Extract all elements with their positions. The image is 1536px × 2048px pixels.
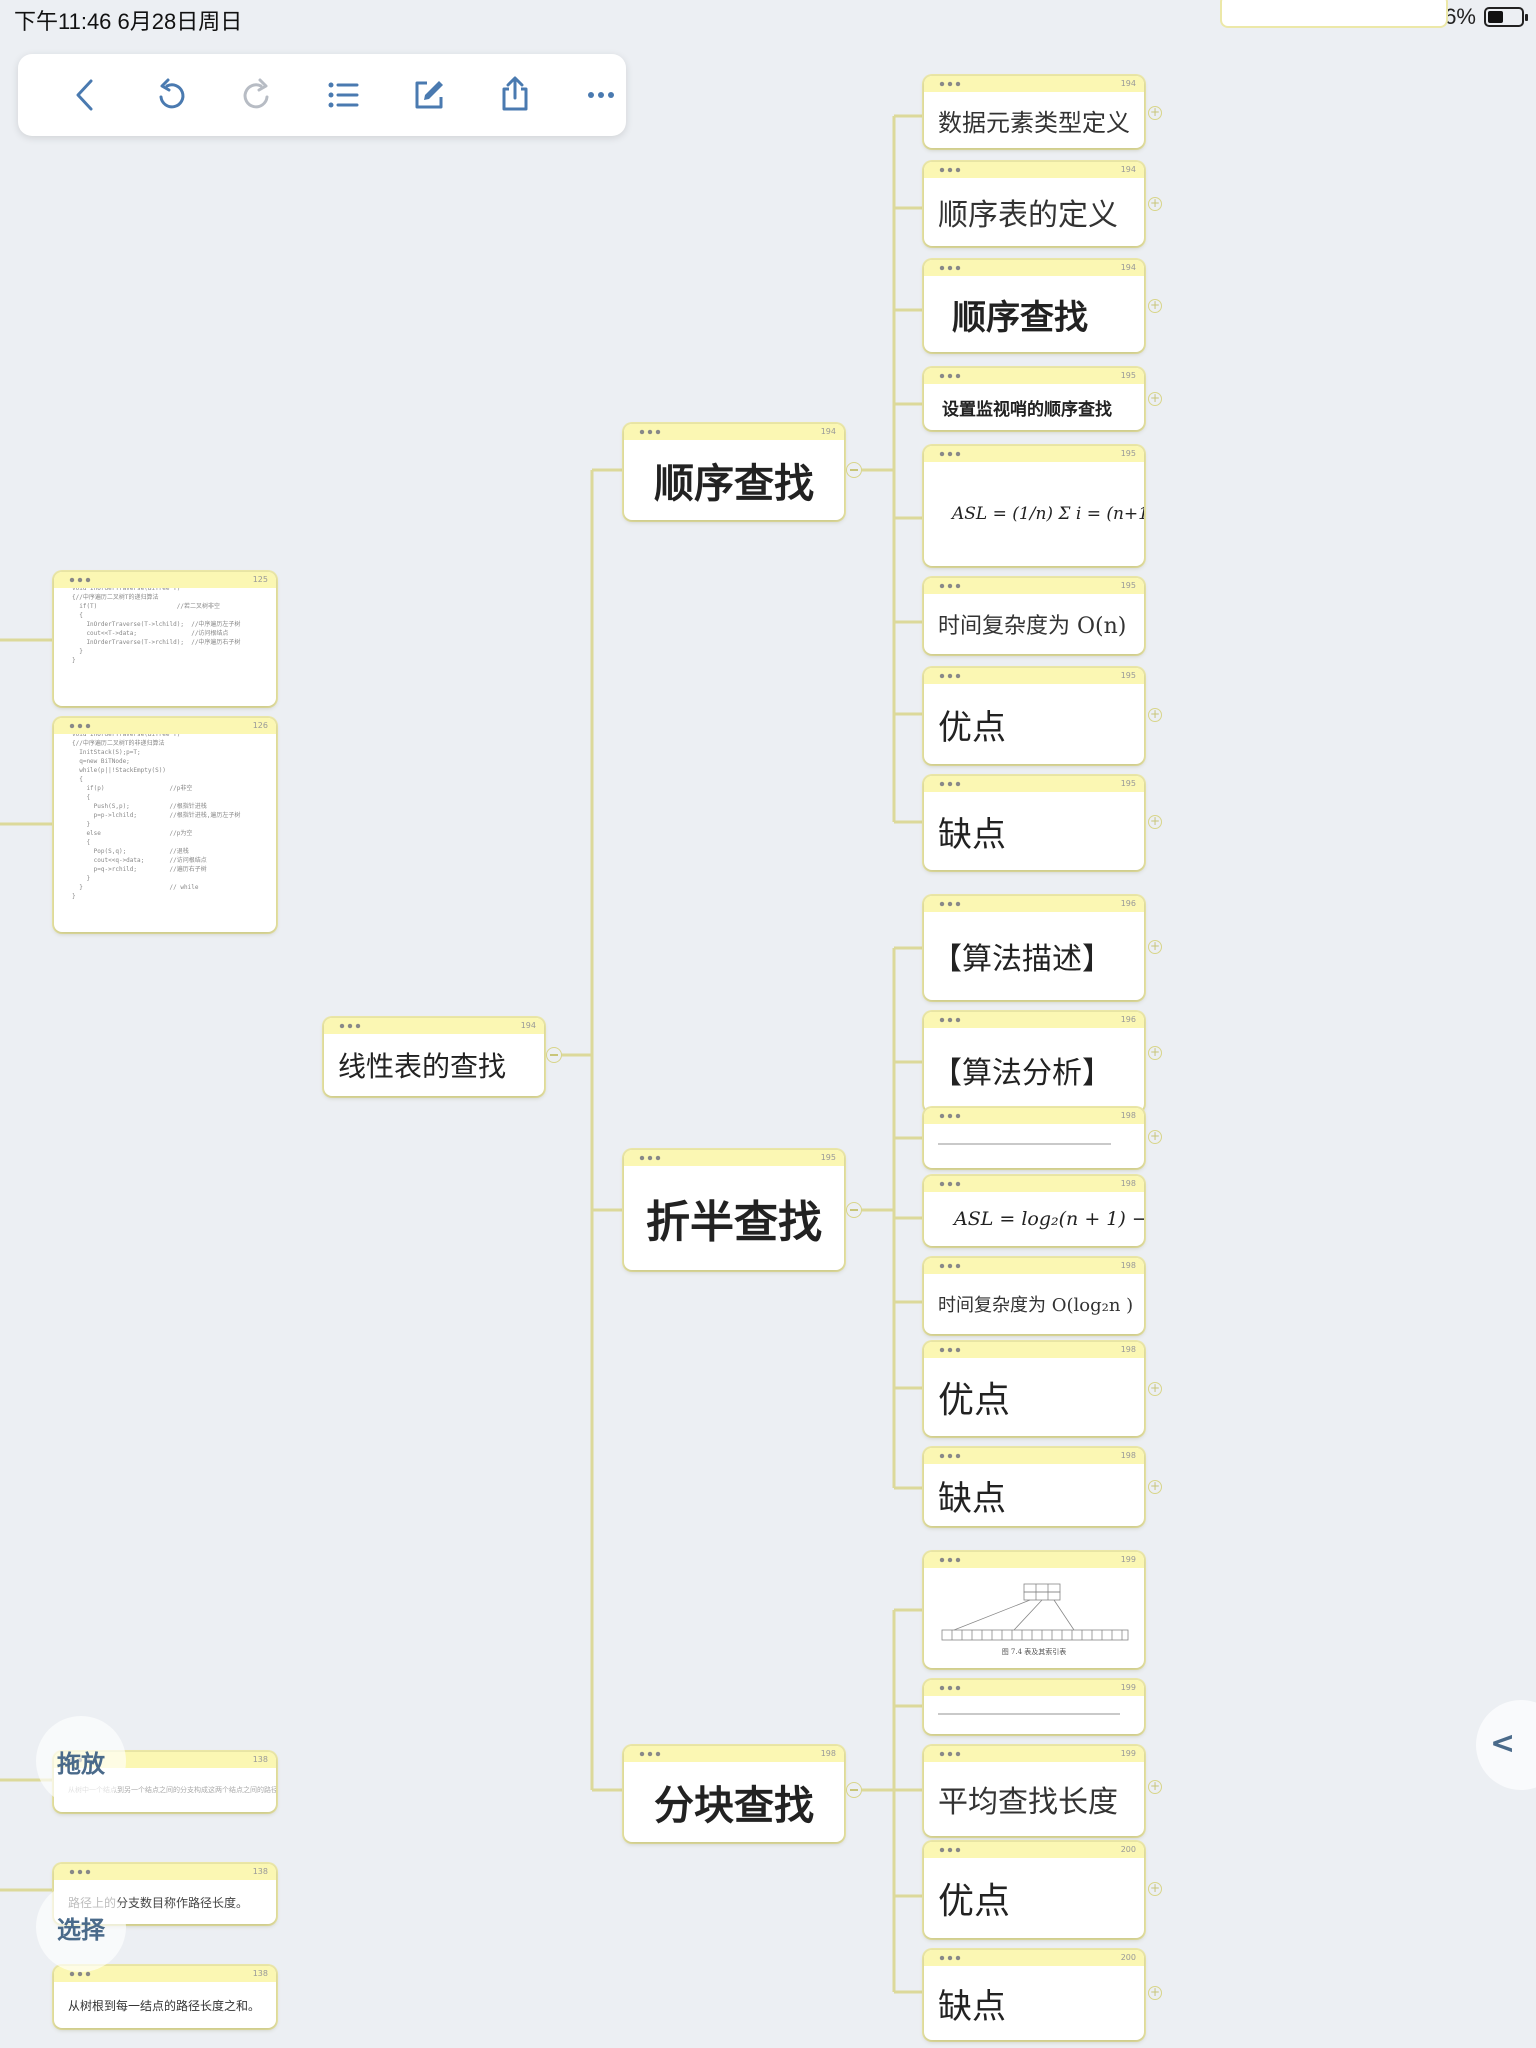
topic-node[interactable]: 198 优点: [924, 1342, 1144, 1436]
outline-list-icon: [328, 82, 359, 108]
share-button[interactable]: [491, 71, 539, 119]
topic-node-formula[interactable]: 198 ASL = log₂(n + 1) − 1: [924, 1176, 1144, 1246]
collapse-toggle[interactable]: [846, 1202, 862, 1218]
expand-icon[interactable]: +: [1148, 1479, 1162, 1494]
offscreen-card-peek[interactable]: [1222, 0, 1446, 26]
expand-icon[interactable]: +: [1148, 391, 1162, 406]
topic-node[interactable]: 196 【算法描述】: [924, 896, 1144, 1000]
expand-icon[interactable]: +: [1148, 1381, 1162, 1396]
expand-icon[interactable]: +: [1148, 707, 1162, 722]
text-card[interactable]: 138 从树根到每一结点的路径长度之和。: [54, 1966, 276, 2028]
more-button[interactable]: [577, 71, 625, 119]
outline-button[interactable]: [319, 71, 367, 119]
undo-icon: [159, 78, 185, 109]
topic-node[interactable]: 198 缺点: [924, 1448, 1144, 1526]
select-mode-button[interactable]: 选择: [36, 1882, 126, 1972]
topic-node[interactable]: 195 缺点: [924, 776, 1144, 870]
code-card[interactable]: 126 void InOrderTraverse(BiTree T) {//中序…: [54, 718, 276, 932]
share-icon: [502, 76, 528, 111]
topic-node[interactable]: 196 【算法分析】: [924, 1012, 1144, 1112]
figure-caption: 图 7.4 表及其索引表: [1002, 1647, 1067, 1656]
redo-icon: [243, 78, 269, 109]
status-time: 下午11:46 6月28日周日: [14, 9, 243, 34]
code-card[interactable]: 125 void InOrderTraverse(BiTree T) {//中序…: [54, 572, 276, 706]
redo-button[interactable]: [233, 71, 281, 119]
root-node[interactable]: 194 线性表的查找: [324, 1018, 544, 1096]
edit-button[interactable]: [405, 71, 453, 119]
root-label: 线性表的查找: [338, 1050, 507, 1083]
back-button[interactable]: [62, 71, 110, 119]
collapse-toggle[interactable]: [546, 1047, 562, 1063]
code-snippet: void InOrderTraverse(BiTree T) {//中序遍历二叉…: [72, 585, 241, 664]
battery-icon: [1484, 7, 1528, 27]
expand-icon[interactable]: +: [1148, 939, 1162, 954]
topic-node[interactable]: 198 时间复杂度为 O(log₂n ): [924, 1258, 1144, 1334]
topic-node[interactable]: 194 数据元素类型定义: [924, 76, 1144, 148]
back-icon: [76, 79, 93, 111]
topic-node-scan[interactable]: 198: [924, 1108, 1144, 1168]
topic-node[interactable]: 194 顺序查找: [924, 260, 1144, 352]
branch-node-sequential[interactable]: 194 顺序查找: [624, 424, 844, 520]
topic-node[interactable]: 195 时间复杂度为 O(n): [924, 578, 1144, 654]
branch-node-binary[interactable]: 195 折半查找: [624, 1150, 844, 1270]
toolbar: [18, 54, 626, 136]
expand-icon[interactable]: +: [1148, 1129, 1162, 1144]
edit-icon: [415, 81, 443, 109]
topic-node[interactable]: 194 顺序表的定义: [924, 162, 1144, 246]
undo-button[interactable]: [147, 71, 195, 119]
collapse-toggle[interactable]: [846, 1782, 862, 1798]
status-bar: 下午11:46 6月28日周日 46%: [0, 0, 1536, 36]
topic-node[interactable]: 195 优点: [924, 668, 1144, 764]
branch-node-block[interactable]: 198 分块查找: [624, 1746, 844, 1842]
collapse-toggle[interactable]: [846, 462, 862, 478]
code-snippet: void InOrderTraverse(BiTree T) {//中序遍历二叉…: [72, 731, 241, 900]
topic-node[interactable]: 195 设置监视哨的顺序查找: [924, 368, 1144, 430]
expand-icon[interactable]: +: [1148, 196, 1162, 211]
drag-mode-button[interactable]: 拖放: [36, 1716, 126, 1806]
topic-node[interactable]: 200 优点: [924, 1842, 1144, 1938]
expand-icon[interactable]: +: [1148, 1881, 1162, 1896]
expand-icon[interactable]: +: [1148, 814, 1162, 829]
chevron-left-icon: <: [1490, 1726, 1516, 1761]
topic-node-diagram[interactable]: 199 图 7.4 表及其索引表: [924, 1552, 1144, 1668]
expand-icon[interactable]: +: [1148, 105, 1162, 120]
index-table-figure: 图 7.4 表及其索引表: [941, 1583, 1129, 1656]
expand-icon[interactable]: +: [1148, 1985, 1162, 2000]
expand-icon[interactable]: +: [1148, 1779, 1162, 1794]
topic-node-scan[interactable]: 199: [924, 1680, 1144, 1734]
expand-icon[interactable]: +: [1148, 298, 1162, 313]
side-panel-button[interactable]: <: [1476, 1700, 1536, 1790]
topic-node-formula[interactable]: 195 ASL = (1/n) Σ i = (n+1)/2: [924, 446, 1144, 566]
expand-icon[interactable]: +: [1148, 1045, 1162, 1060]
more-icon: [588, 92, 614, 98]
topic-node[interactable]: 200 缺点: [924, 1950, 1144, 2040]
topic-node[interactable]: 199 平均查找长度: [924, 1746, 1144, 1836]
